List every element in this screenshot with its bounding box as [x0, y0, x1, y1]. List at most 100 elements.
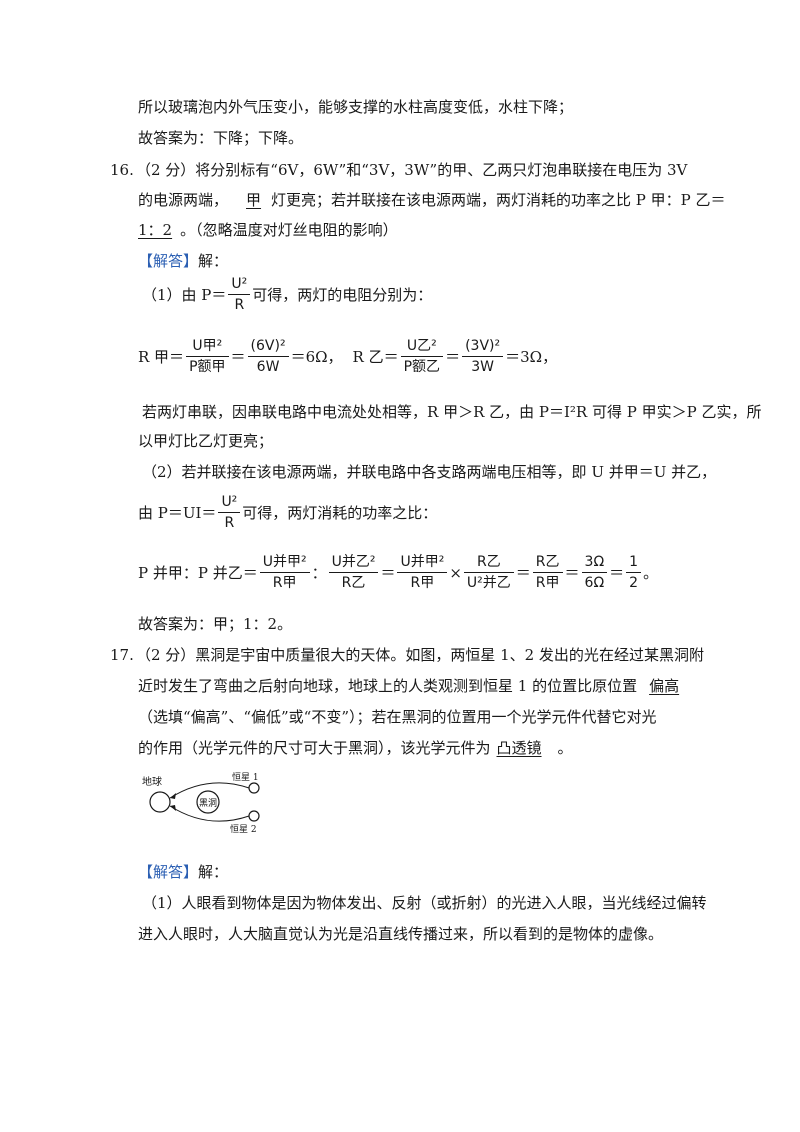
q16-b-pre: 的电源两端，	[138, 191, 229, 209]
p-frac-7: 1 2	[626, 552, 642, 593]
r1-num2: (6V)²	[247, 336, 289, 357]
question-17-line-b: 近时发生了弯曲之后射向地球，地球上的人类观测到恒星 1 的位置比原位置偏高	[138, 676, 679, 696]
r1-den2: 6W	[256, 359, 280, 375]
p-frac-1: U并甲² R甲	[259, 552, 310, 593]
black-hole-diagram-svg: 地球 黑洞 恒星 1 恒星 2	[142, 771, 260, 835]
blackhole-circle	[196, 790, 220, 814]
p-f7-den: 2	[629, 575, 639, 591]
step-3-line-b: 进入人眼时，人大脑直觉认为光是沿直线传播过来，所以看到的是物体的虚像。	[138, 925, 664, 943]
s2-fraction: U² R	[218, 492, 241, 533]
p-f1-num: U并甲²	[259, 552, 310, 573]
p-frac-4: R乙 U²并乙	[463, 552, 514, 593]
answer-tag-2: 【解答】	[138, 863, 199, 881]
step-2-formula: 由 P＝UI＝ U² R 可得，两灯消耗的功率之比：	[138, 492, 437, 533]
r1-lhs: R 甲＝	[138, 348, 185, 366]
star1-label: 恒星 1	[232, 772, 259, 783]
p-colon: ：	[311, 564, 327, 582]
p-frac-6: 3Ω 6Ω	[581, 552, 608, 593]
star2-label: 恒星 2	[230, 823, 257, 834]
s1-post: 可得，两灯的电阻分别为：	[252, 286, 433, 304]
question-16-line-c: 1：2 。（忽略温度对灯丝电阻的影响）	[138, 220, 398, 240]
s2-b-post: 可得，两灯消耗的功率之比：	[242, 504, 438, 522]
q16-c-post: 。（忽略温度对灯丝电阻的影响）	[180, 221, 398, 239]
r2-den2: 3W	[471, 359, 494, 375]
r2-num2: (3V)²	[462, 336, 504, 357]
p-f3-den: R甲	[410, 575, 435, 591]
r2-den: P额乙	[403, 359, 441, 375]
arrow-head-2	[170, 805, 176, 811]
earth-label: 地球	[142, 775, 162, 788]
resistance-equations: R 甲＝ U甲² P额甲 ＝ (6V)² 6W ＝6Ω， R 乙＝ U乙² P额…	[138, 336, 557, 377]
p-f3-num: U并甲²	[397, 552, 448, 573]
r2-eq: ＝	[445, 348, 461, 366]
p-eq1: ＝	[380, 564, 396, 582]
r1-num: U甲²	[186, 336, 229, 357]
q17-answer-blank-1: 偏高	[649, 677, 680, 695]
s1-pre: （1）由 P＝	[142, 286, 227, 304]
power-ratio-equation: P 并甲：P 并乙＝ U并甲² R甲 ： U并乙² R乙 ＝ U并甲² R甲 ×…	[138, 552, 658, 593]
s1-den: R	[234, 297, 245, 313]
q16-b-post: 灯更亮；若并联接在该电源两端，两灯消耗的功率之比 P 甲：P 乙＝	[271, 191, 726, 209]
s2-b-pre: 由 P＝UI＝	[138, 504, 217, 522]
p-f5-num: R乙	[532, 552, 563, 573]
q17-b-pre: 近时发生了弯曲之后射向地球，地球上的人类观测到恒星 1 的位置比原位置	[138, 677, 638, 695]
step-1-line-c: 若两灯串联，因串联电路中电流处处相等，R 甲＞R 乙，由 P＝I²R 可得 P …	[142, 403, 762, 421]
q17-d-post: 。	[557, 739, 573, 757]
answer-jie: 解：	[198, 252, 229, 270]
p-f1-den: R甲	[272, 575, 297, 591]
p-f5-den: R甲	[535, 575, 560, 591]
light-path-1	[169, 782, 250, 799]
blackhole-label: 黑洞	[199, 798, 217, 809]
star1-circle	[248, 782, 260, 794]
p-frac-5: R乙 R甲	[532, 552, 563, 593]
r2-result: ＝3Ω，	[505, 348, 558, 366]
question-16-line-b: 的电源两端， 甲灯更亮；若并联接在该电源两端，两灯消耗的功率之比 P 甲：P 乙＝	[138, 190, 726, 210]
p-lhs: P 并甲：P 并乙＝	[138, 564, 258, 582]
question-17-line-d: 的作用（光学元件的尺寸可大于黑洞），该光学元件为凸透镜。	[138, 738, 573, 758]
p-frac-2: U并乙² R乙	[328, 552, 379, 593]
p-f2-num: U并乙²	[328, 552, 379, 573]
q17-d-pre: 的作用（光学元件的尺寸可大于黑洞），该光学元件为	[138, 739, 491, 757]
p-f7-num: 1	[626, 552, 642, 573]
r2-frac-2: (3V)² 3W	[462, 336, 504, 377]
p-f4-num: R乙	[463, 552, 514, 573]
question-16-number: 16.	[110, 161, 134, 179]
answer-header-2: 【解答】解：	[138, 862, 228, 882]
r2-lhs: R 乙＝	[352, 348, 399, 366]
p-eq3: ＝	[564, 564, 580, 582]
p-frac-3: U并甲² R甲	[397, 552, 448, 593]
p-eq4: ＝	[609, 564, 625, 582]
step-3-line-a: （1）人眼看到物体是因为物体发出、反射（或折射）的光进入人眼，当光线经过偏转	[142, 894, 707, 912]
black-hole-diagram: 地球 黑洞 恒星 1 恒星 2	[142, 771, 272, 838]
s1-fraction: U² R	[228, 274, 251, 315]
arrow-head-1	[170, 793, 176, 799]
s1-num: U²	[228, 274, 251, 295]
answer-jie-2: 解：	[198, 863, 229, 881]
r2-frac-1: U乙² P额乙	[400, 336, 444, 377]
question-17-number: 17.	[110, 646, 134, 664]
earth-circle	[149, 791, 171, 813]
r1-frac-1: U甲² P额甲	[186, 336, 229, 377]
star2-circle	[248, 810, 260, 822]
r1-den: P额甲	[189, 359, 226, 375]
q16-answer-blank-2: 1：2	[138, 221, 173, 239]
text-line-1: 所以玻璃泡内外气压变小，能够支撑的水柱高度变低，水柱下降；	[138, 98, 574, 116]
light-path-2	[169, 805, 250, 822]
p-f6-den: 6Ω	[584, 575, 605, 591]
p-times: ×	[449, 563, 462, 582]
q16-answer-blank-1: 甲	[246, 191, 262, 209]
p-f2-den: R乙	[341, 575, 366, 591]
r2-num: U乙²	[400, 336, 444, 357]
step-1-line-d: 以甲灯比乙灯更亮；	[138, 432, 274, 450]
answer-header-1: 【解答】解：	[138, 251, 228, 271]
r1-frac-2: (6V)² 6W	[247, 336, 289, 377]
question-17-line-a: （2 分）黑洞是宇宙中质量很大的天体。如图，两恒星 1、2 发出的光在经过某黑洞…	[136, 646, 704, 664]
r1-result: ＝6Ω，	[290, 348, 343, 366]
step-1-formula: （1）由 P＝ U² R 可得，两灯的电阻分别为：	[142, 274, 432, 315]
text-line-2: 故答案为：下降；下降。	[138, 129, 304, 147]
question-17-line-c: （选填“偏高”、“偏低”或“不变”）；若在黑洞的位置用一个光学元件代替它对光	[138, 708, 657, 726]
p-end: 。	[643, 564, 659, 582]
r1-eq: ＝	[230, 348, 246, 366]
q17-answer-blank-2: 凸透镜	[496, 739, 542, 757]
question-16-line-a: （2 分）将分别标有“6V，6W”和“3V，3W”的甲、乙两只灯泡串联接在电压为…	[136, 161, 688, 179]
